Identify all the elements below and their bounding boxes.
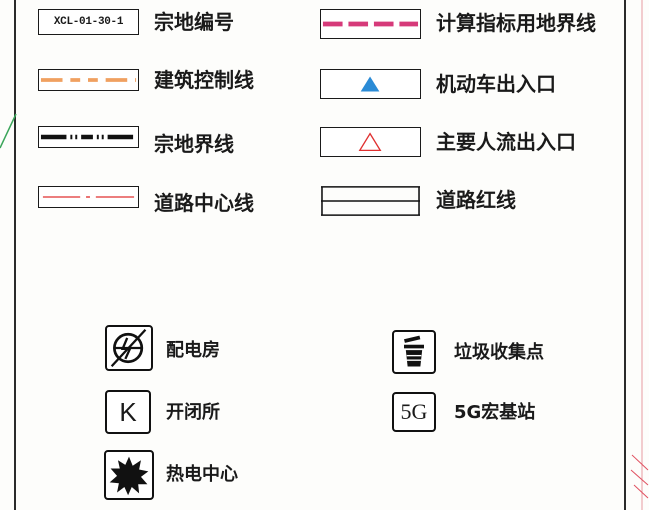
magenta-dashed-line-symbol [320, 9, 421, 39]
blue-triangle-symbol [320, 69, 421, 99]
label-parcel-boundary: 宗地界线 [154, 132, 234, 156]
double-line-symbol [320, 183, 421, 219]
thermal-power-center-icon [104, 450, 154, 500]
label-road-centerline: 道路中心线 [154, 191, 254, 215]
map-green-line [0, 113, 17, 149]
label-power-distribution: 配电房 [166, 340, 220, 361]
orange-dashed-line-symbol [38, 69, 139, 91]
switching-station-icon: K [105, 390, 151, 434]
label-indicator-boundary: 计算指标用地界线 [436, 11, 596, 35]
k-glyph: K [119, 396, 137, 427]
black-dash-dot-line-symbol [38, 126, 139, 148]
red-triangle-symbol [320, 127, 421, 157]
label-switching-station: 开闭所 [166, 402, 220, 423]
parcel-code-sample: XCL-01-30-1 [53, 16, 124, 28]
legend-frame-right [624, 0, 626, 510]
5g-glyph: 5G [400, 399, 428, 424]
label-building-control-line: 建筑控制线 [154, 68, 254, 92]
garbage-collection-icon [392, 330, 436, 374]
label-thermal-power-center: 热电中心 [166, 464, 238, 485]
map-red-marks [630, 0, 649, 510]
red-dash-dot-line-symbol [38, 186, 139, 208]
label-pedestrian-entrance: 主要人流出入口 [436, 130, 576, 154]
label-road-red-line: 道路红线 [436, 188, 516, 212]
label-garbage-collection: 垃圾收集点 [454, 342, 544, 363]
power-distribution-icon [105, 325, 153, 371]
5g-base-station-icon: 5G [392, 392, 436, 432]
parcel-code-symbol: XCL-01-30-1 [38, 9, 139, 35]
label-5g-base-station: 5G宏基站 [454, 402, 536, 423]
legend-frame-left [14, 0, 16, 510]
label-vehicle-entrance: 机动车出入口 [436, 72, 556, 96]
label-parcel-code: 宗地编号 [154, 10, 234, 34]
